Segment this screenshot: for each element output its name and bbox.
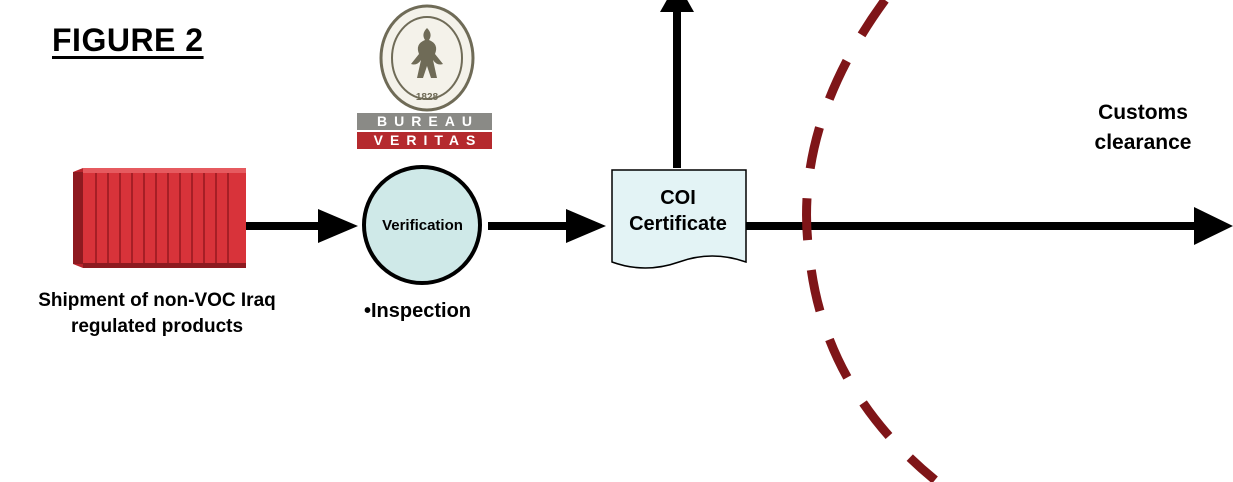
coi-label-line2: Certificate — [629, 213, 727, 235]
bureau-veritas-seal-icon — [379, 4, 475, 112]
coi-certificate-node — [611, 169, 747, 269]
customs-clearance-label: Customs clearance — [1094, 101, 1192, 154]
verification-node — [362, 165, 482, 285]
arrow-coi-up — [660, 0, 694, 168]
bureau-veritas-logo: BUREAU VERITAS — [357, 113, 492, 149]
seal-year-text: 1828 — [415, 92, 439, 103]
coi-certificate-label: COI Certificate — [610, 185, 746, 237]
arrow-verification-to-coi — [488, 209, 606, 243]
arrow-shipment-to-verification — [246, 209, 358, 243]
arrow-coi-to-customs — [746, 207, 1233, 245]
coi-label-line1: COI — [660, 187, 696, 209]
shipping-container-icon — [73, 168, 246, 268]
logo-line-bureau: BUREAU — [357, 113, 492, 130]
inspection-label: •Inspection — [364, 300, 472, 322]
figure-title: FIGURE 2 — [52, 22, 204, 58]
border-dashed-line — [802, 0, 938, 482]
verification-label: Verification — [382, 217, 463, 234]
shipment-label: Shipment of non-VOC Iraq regulated produ… — [38, 290, 276, 337]
logo-line-veritas: VERITAS — [357, 132, 492, 149]
